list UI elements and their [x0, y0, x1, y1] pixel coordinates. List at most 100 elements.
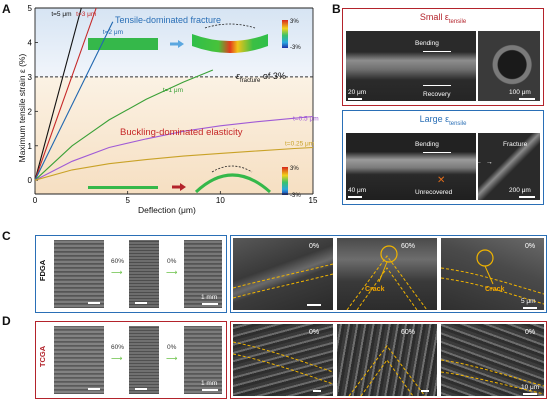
- bending-label-top: Bending: [415, 40, 439, 47]
- x-axis-label: Deflection (μm): [138, 205, 196, 215]
- bend-arc-top: [204, 23, 256, 29]
- x-tick-label-0: 0: [33, 196, 38, 205]
- tcga-sample-recovered: [184, 326, 222, 394]
- series-label-5: t=0.25 μm: [285, 141, 314, 148]
- scalebar-bottom-right: 200 μm: [509, 187, 531, 194]
- panel-letter-d: D: [2, 314, 11, 328]
- tcga-sample-0-scalebar: [88, 388, 100, 390]
- fdga-sample-0-scalebar: [88, 302, 100, 304]
- unrecovered-label: Unrecovered: [415, 189, 453, 196]
- colorbar-bottom: [282, 167, 288, 195]
- scalebar-bottom-left: 40 μm: [348, 187, 367, 194]
- deformed-beam-top: [192, 34, 268, 53]
- fdga-arrow-1: ⟶: [111, 268, 123, 277]
- fdga-sample-60-scalebar: [135, 302, 147, 304]
- scalebar-top-right-bar: [519, 98, 535, 100]
- fdga-zoom-60: 60% Crack: [337, 238, 437, 310]
- colorbar-bottom-min: -3%: [290, 193, 301, 199]
- series-line-4: [34, 115, 314, 181]
- fdga-zoom-0: 0%: [233, 238, 333, 310]
- tcga-zoom-60: 60%: [337, 324, 437, 396]
- recovery-arrow: [423, 85, 451, 86]
- unrecovered-cross-icon: ✕: [437, 175, 446, 186]
- series-label-4: t=0.5 μm: [293, 116, 319, 123]
- tcga-zoom-0-scalebar: [313, 390, 321, 392]
- fdga-zoom-60-label: 60%: [401, 243, 416, 250]
- threshold-symbol: ε: [236, 71, 240, 81]
- sem-small-loop: [478, 31, 540, 101]
- tcga-zoom-scalebar-label: 10 μm: [521, 384, 540, 391]
- y-tick-label-2: 2: [28, 107, 33, 116]
- buckling-region-bg: [35, 76, 313, 194]
- flat-beam-bottom: [88, 186, 158, 189]
- fdga-zoom-box: 0% 60% Crack 0% Crack 5 μm: [230, 235, 547, 313]
- fdga-crack-label-2: Crack: [485, 286, 505, 293]
- series-label-1: t=3 μm: [76, 11, 96, 18]
- threshold-label: εfracture of 3%: [236, 71, 286, 84]
- tcga-zoom-recovered-outline: [441, 359, 544, 395]
- bending-arrow-top: [423, 51, 451, 52]
- fdga-zoom-0-scalebar: [307, 304, 321, 306]
- fdga-crack-label-1: Crack: [365, 286, 385, 293]
- y-tick-label-5: 5: [28, 4, 33, 13]
- fdga-macro-box: FDGA 60% ⟶ 0% ⟶ 1 mm: [35, 235, 227, 313]
- series-line-2: [34, 21, 114, 181]
- tcga-zoom-scalebar-bar: [523, 393, 537, 395]
- fdga-sample-0: [54, 240, 104, 308]
- panel-letter-c: C: [2, 229, 11, 243]
- tcga-scalebar-label: 1 mm: [201, 380, 218, 387]
- colorbar-top-max: 3%: [290, 19, 299, 25]
- fdga-zoom-recovered-label: 0%: [525, 243, 536, 250]
- colorbar-top: [282, 20, 288, 48]
- tcga-zoom-60-outline: [348, 345, 426, 396]
- fdga-strain-0: 0%: [167, 258, 177, 265]
- small-strain-title-text: Small ε: [419, 12, 449, 22]
- tcga-zoom-0: 0%: [233, 324, 333, 396]
- sem-large-bent: [346, 133, 476, 200]
- fdga-label: FDGA: [38, 259, 48, 282]
- scalebar-bottom-right-bar: [519, 196, 535, 198]
- large-strain-box: Large εtensile Bending Fracture ← → ✕ Un…: [342, 110, 544, 205]
- small-strain-box: Small εtensile Bending Recovery 20 μm 10…: [342, 8, 544, 106]
- fdga-scalebar-bar: [202, 303, 218, 305]
- y-tick-label-4: 4: [28, 38, 33, 47]
- x-tick-label-1: 5: [125, 196, 130, 205]
- threshold-sub: fracture: [239, 77, 261, 84]
- tcga-strain-0: 0%: [167, 344, 177, 351]
- fdga-zoom-recovered-outline: [441, 249, 544, 305]
- fdga-zoom-0-label: 0%: [309, 243, 320, 250]
- tcga-zoom-0-label: 0%: [309, 329, 320, 336]
- tcga-zoom-60-scalebar: [421, 390, 429, 392]
- y-axis-label: Maximum tensile strain ε (%): [17, 53, 27, 163]
- fdga-zoom-60-outline: [346, 245, 428, 310]
- scalebar-top-right: 100 μm: [509, 89, 531, 96]
- series-label-2: t=2 μm: [103, 29, 123, 36]
- colorbar-bottom-max: 3%: [290, 166, 299, 172]
- tcga-strain-60: 60%: [111, 344, 125, 351]
- buckled-beam-bottom: [194, 173, 271, 194]
- small-strain-title-sub: tensile: [448, 18, 467, 25]
- transform-arrowhead-top: [178, 40, 184, 48]
- tcga-sample-60-scalebar: [135, 388, 147, 390]
- large-strain-title: Large εtensile: [343, 114, 543, 127]
- sem-small-bent: [346, 31, 476, 101]
- tcga-sample-60: [129, 326, 159, 394]
- tcga-zoom-0-outline: [233, 341, 333, 385]
- fdga-scalebar-label: 1 mm: [201, 294, 218, 301]
- tcga-arrow-1: ⟶: [111, 354, 123, 363]
- series-line-5: [34, 146, 314, 181]
- tcga-macro-box: TCGA 60% ⟶ 0% ⟶ 1 mm: [35, 321, 227, 399]
- bottom-box-title: Buckling-dominated elasticity: [120, 127, 243, 138]
- tcga-sample-0: [54, 326, 104, 394]
- fdga-zoom-scalebar-label: 5 μm: [521, 298, 536, 305]
- fracture-label: Fracture: [503, 141, 528, 148]
- large-strain-title-sub: tensile: [449, 120, 467, 127]
- threshold-value: of 3%: [260, 71, 286, 81]
- fdga-arrow-2: ⟶: [166, 268, 178, 277]
- small-strain-title: Small εtensile: [343, 12, 543, 25]
- recovery-label: Recovery: [423, 91, 451, 98]
- transform-arrowhead-bottom: [180, 183, 186, 191]
- fdga-zoom-0-outline: [233, 263, 333, 299]
- fdga-zoom-recovered: 0% Crack 5 μm: [441, 238, 544, 310]
